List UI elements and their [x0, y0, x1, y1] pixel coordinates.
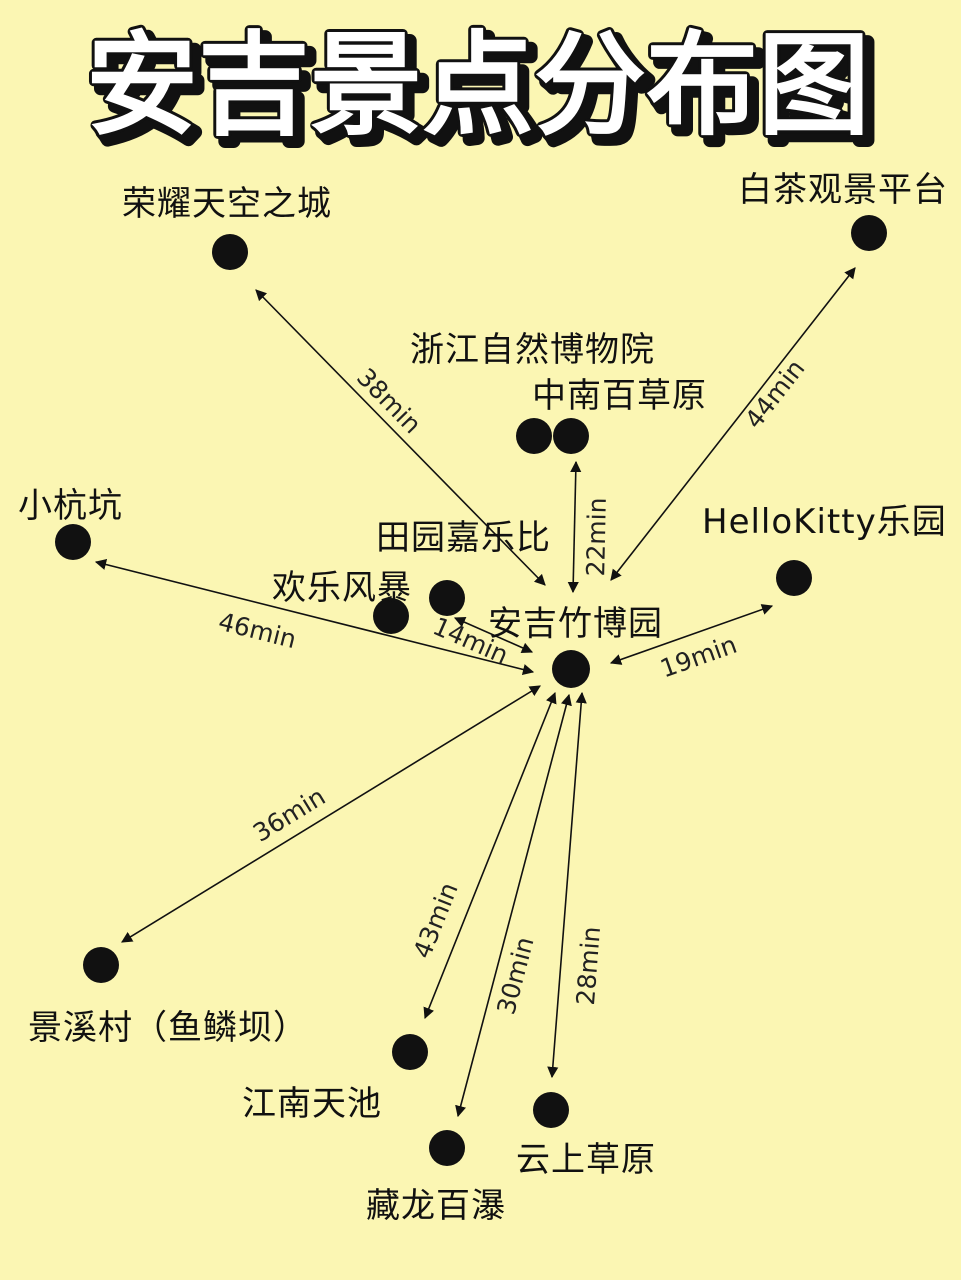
route-time-canglong: 30min [491, 934, 539, 1018]
route-line-xiaohangkeng [94, 559, 535, 675]
route-time-xiaohangkeng: 46min [216, 607, 300, 654]
route-line-yunshang [547, 691, 587, 1079]
route-time-yunshang: 28min [571, 925, 606, 1006]
place-marker-tianyuan[interactable] [429, 580, 465, 616]
place-label-zhongnan: 中南百草原 [532, 376, 707, 416]
route-line-jingxi [121, 685, 541, 943]
place-label-hellokitty: HelloKitty乐园 [702, 502, 947, 542]
route-time-jiangnan: 43min [407, 878, 463, 962]
place-marker-canglong[interactable] [429, 1130, 465, 1166]
place-label-baicha: 白茶观景平台 [738, 170, 948, 210]
route-line-zhongnan [567, 460, 582, 594]
place-label-rongyao: 荣耀天空之城 [122, 184, 332, 224]
place-label-anji-bamboo: 安吉竹博园 [488, 604, 663, 644]
route-line-jiangnan [423, 691, 557, 1020]
place-label-tianyuan: 田园嘉乐比 [376, 518, 551, 558]
route-time-jingxi: 36min [248, 782, 330, 848]
map-title-shadow: 安吉景点分布图 [93, 28, 877, 158]
place-marker-anji-bamboo[interactable] [552, 650, 590, 688]
place-marker-yunshang[interactable] [533, 1092, 569, 1128]
place-label-huanle: 欢乐风暴 [272, 568, 412, 608]
place-marker-zhongnan[interactable] [553, 418, 589, 454]
place-marker-zhejiang-museum[interactable] [516, 418, 552, 454]
place-marker-xiaohangkeng[interactable] [55, 524, 91, 560]
map-title-graphic: 安吉景点分布图 安吉景点分布图 [83, 18, 882, 160]
place-label-jiangnan: 江南天池 [242, 1084, 382, 1124]
place-label-jingxi: 景溪村（鱼鳞坝） [28, 1008, 308, 1048]
place-label-xiaohangkeng: 小杭坑 [18, 486, 123, 526]
place-label-canglong: 藏龙百瀑 [366, 1186, 506, 1226]
place-marker-huanle[interactable] [373, 598, 409, 634]
route-time-rongyao: 38min [351, 363, 427, 440]
route-time-zhongnan: 22min [581, 497, 612, 577]
route-line-baicha [610, 267, 856, 581]
place-marker-jiangnan[interactable] [392, 1034, 428, 1070]
map-title: 安吉景点分布图 [86, 21, 870, 151]
route-time-hellokitty: 19min [656, 630, 740, 684]
route-line-tianyuan [453, 616, 534, 654]
place-marker-hellokitty[interactable] [776, 560, 812, 596]
route-line-canglong [455, 693, 572, 1118]
place-label-yunshang: 云上草原 [516, 1140, 656, 1180]
place-marker-jingxi[interactable] [83, 947, 119, 983]
route-line-rongyao [255, 289, 546, 586]
route-time-baicha: 44min [739, 354, 810, 434]
place-marker-baicha[interactable] [851, 215, 887, 251]
route-line-hellokitty [609, 604, 774, 665]
place-marker-rongyao[interactable] [212, 234, 248, 270]
place-label-zhejiang-museum: 浙江自然博物院 [410, 330, 655, 370]
